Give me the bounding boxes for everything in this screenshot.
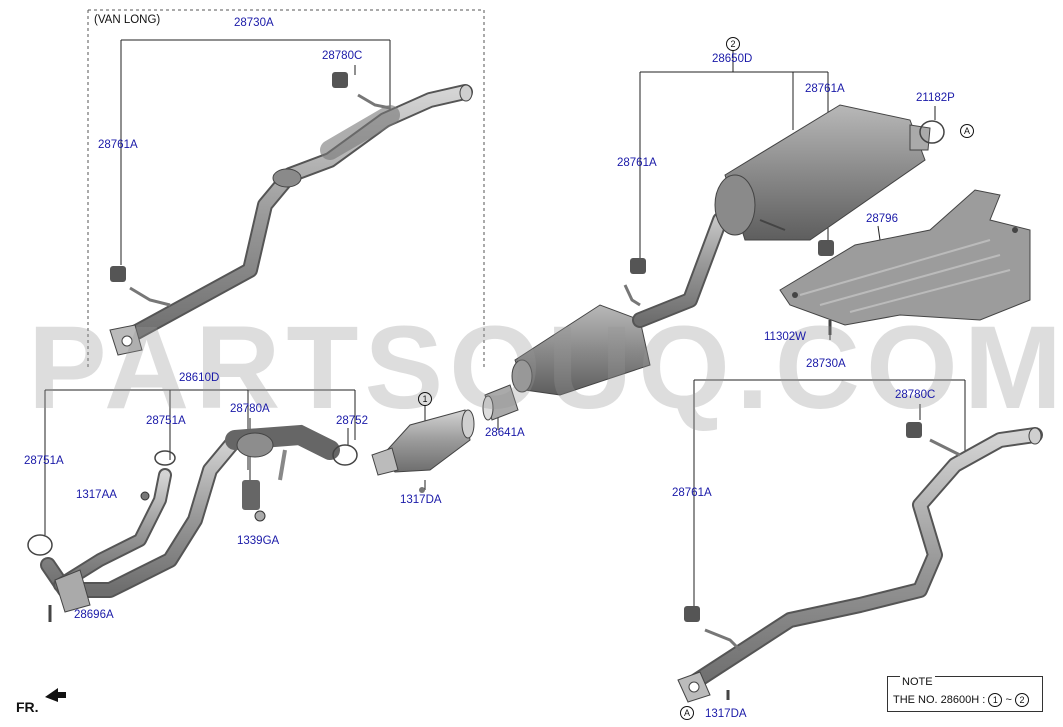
van-long-caption: (VAN LONG) [94, 14, 161, 26]
part-label-28641A[interactable]: 28641A [485, 427, 525, 439]
part-label-28780A[interactable]: 28780A [230, 403, 270, 415]
ref-number-2: 2 [726, 37, 740, 51]
rear-muffler [714, 104, 945, 256]
note-box: NOTE THE NO. 28600H : 1 ~ 2 [887, 676, 1043, 712]
ref-number-1: 1 [418, 392, 432, 406]
part-label-28761A-muffler[interactable]: 28761A [805, 83, 845, 95]
front-pipe-assembly [27, 424, 358, 622]
front-direction-label: FR. [16, 699, 39, 715]
ref-letter-A-top: A [960, 124, 974, 138]
part-label-28780C-top[interactable]: 28780C [322, 50, 363, 62]
part-label-28780C-bottom[interactable]: 28780C [895, 389, 936, 401]
note-text: THE NO. 28600H : 1 ~ 2 [893, 693, 1029, 707]
part-label-1317DA-mid[interactable]: 1317DA [400, 494, 442, 506]
tail-pipe-van-long [109, 72, 473, 356]
note-prefix: THE NO. 28600H : [893, 694, 986, 706]
part-label-28761A-rear[interactable]: 28761A [617, 157, 657, 169]
ref-circle-1[interactable]: 1 [418, 392, 432, 406]
ref-circle-A-bottom[interactable]: A [680, 706, 694, 720]
part-label-28730A-top[interactable]: 28730A [234, 17, 274, 29]
catalytic-converter [371, 409, 475, 493]
part-label-28650D[interactable]: 28650D [712, 53, 753, 65]
note-heading: NOTE [900, 676, 935, 688]
heat-shield [779, 189, 1031, 335]
note-range-end: 2 [1014, 693, 1029, 707]
part-label-28610D[interactable]: 28610D [179, 372, 220, 384]
part-label-1339GA[interactable]: 1339GA [237, 535, 280, 547]
clamp [482, 384, 519, 421]
ref-circle-A-top[interactable]: A [960, 124, 974, 138]
ref-letter-A-bottom: A [680, 706, 694, 720]
part-label-28796[interactable]: 28796 [866, 213, 898, 225]
part-label-21182P[interactable]: 21182P [916, 92, 955, 104]
front-arrow-icon [45, 688, 66, 702]
part-label-28730A-bottom[interactable]: 28730A [806, 358, 846, 370]
center-muffler [511, 197, 753, 396]
part-label-1317AA[interactable]: 1317AA [76, 489, 117, 501]
part-label-28696A[interactable]: 28696A [74, 609, 114, 621]
ref-circle-2[interactable]: 2 [726, 37, 740, 51]
part-label-28761A-top[interactable]: 28761A [98, 139, 138, 151]
part-label-28751A-left[interactable]: 28751A [24, 455, 64, 467]
part-label-28752[interactable]: 28752 [336, 415, 368, 427]
part-label-11302W[interactable]: 11302W [764, 331, 806, 343]
tail-pipe-bottom [677, 422, 1043, 703]
note-range-separator: ~ [1005, 694, 1012, 706]
part-label-1317DA-bottom[interactable]: 1317DA [705, 708, 747, 720]
van-long-dashed-frame [87, 9, 485, 368]
part-label-28751A-mid[interactable]: 28751A [146, 415, 186, 427]
part-label-28761A-bottom[interactable]: 28761A [672, 487, 712, 499]
note-range-start: 1 [988, 693, 1003, 707]
